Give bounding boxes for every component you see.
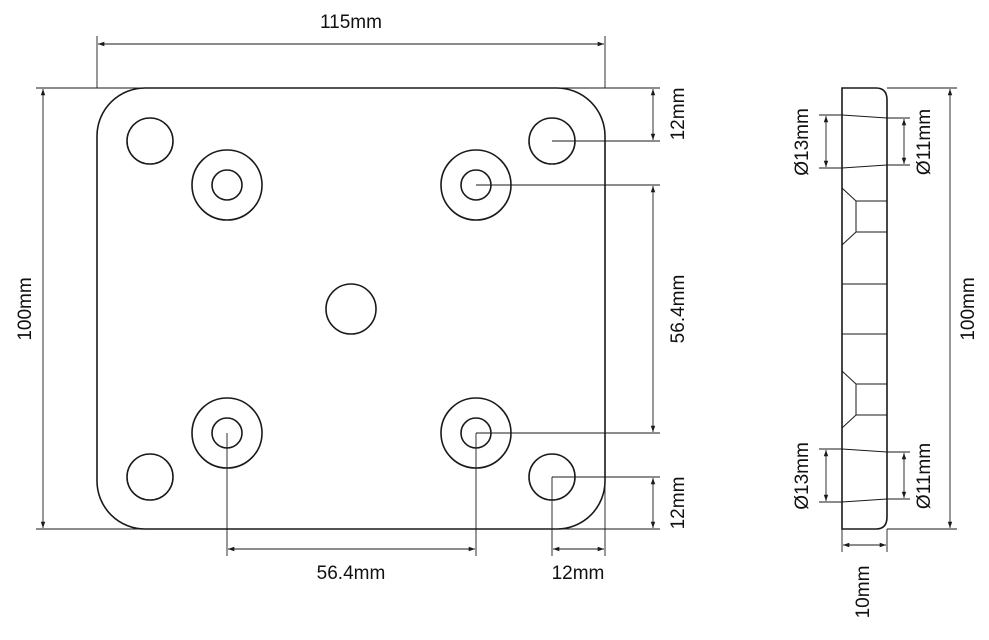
side-outline [841, 87, 888, 530]
dimension-vertical-spacing: 56.4mm [476, 184, 689, 434]
bottom-edge-offset-label: 12mm [668, 477, 689, 530]
dimension-width: 115mm [96, 12, 606, 88]
dimension-thickness: 10mm [841, 529, 888, 619]
side-view: 100mm 10mm Ø13mm Ø11mm Ø13mm [792, 87, 979, 619]
side-countersunk-upper [841, 187, 887, 246]
bottom-outer-diameter-label: Ø13mm [792, 442, 813, 510]
dimension-side-height: 100mm [887, 87, 979, 530]
dimension-bottom-outer-diameter: Ø13mm [792, 442, 842, 510]
vertical-spacing-label: 56.4mm [668, 275, 689, 344]
dimension-bottom-inner-diameter: Ø11mm [887, 443, 935, 509]
bottom-inner-diameter-label: Ø11mm [914, 443, 935, 509]
center-hole [325, 283, 377, 335]
top-inner-diameter-label: Ø11mm [914, 109, 935, 175]
top-outer-diameter-label: Ø13mm [792, 108, 813, 176]
corner-hole-top-left [126, 117, 174, 165]
dimension-height: 100mm [15, 87, 150, 530]
side-countersunk-lower [841, 370, 887, 429]
side-height-label: 100mm [958, 277, 979, 340]
countersunk-hole-top-left [191, 149, 263, 221]
dimension-top-outer-diameter: Ø13mm [792, 108, 842, 176]
corner-hole-bottom-left [126, 453, 174, 501]
side-top-corner-hole [841, 114, 888, 169]
width-label: 115mm [320, 12, 382, 33]
top-edge-offset-label: 12mm [668, 88, 689, 141]
side-center-hole [842, 283, 887, 335]
right-edge-offset-label: 12mm [552, 563, 605, 584]
dimension-top-inner-diameter: Ø11mm [887, 109, 935, 175]
thickness-label: 10mm [853, 566, 874, 619]
dimension-top-edge-offset: 12mm [552, 87, 689, 142]
top-view: 115mm 100mm 12mm 56.4mm 12mm [15, 12, 689, 584]
height-label: 100mm [15, 277, 36, 340]
horizontal-spacing-label: 56.4mm [317, 563, 386, 584]
side-bottom-corner-hole [841, 448, 888, 503]
dimension-horizontal-spacing: 56.4mm [226, 433, 477, 584]
dimension-right-edge-offset: 12mm [551, 477, 606, 584]
plate-outline [96, 87, 606, 530]
dimension-bottom-edge-offset: 12mm [552, 476, 689, 530]
